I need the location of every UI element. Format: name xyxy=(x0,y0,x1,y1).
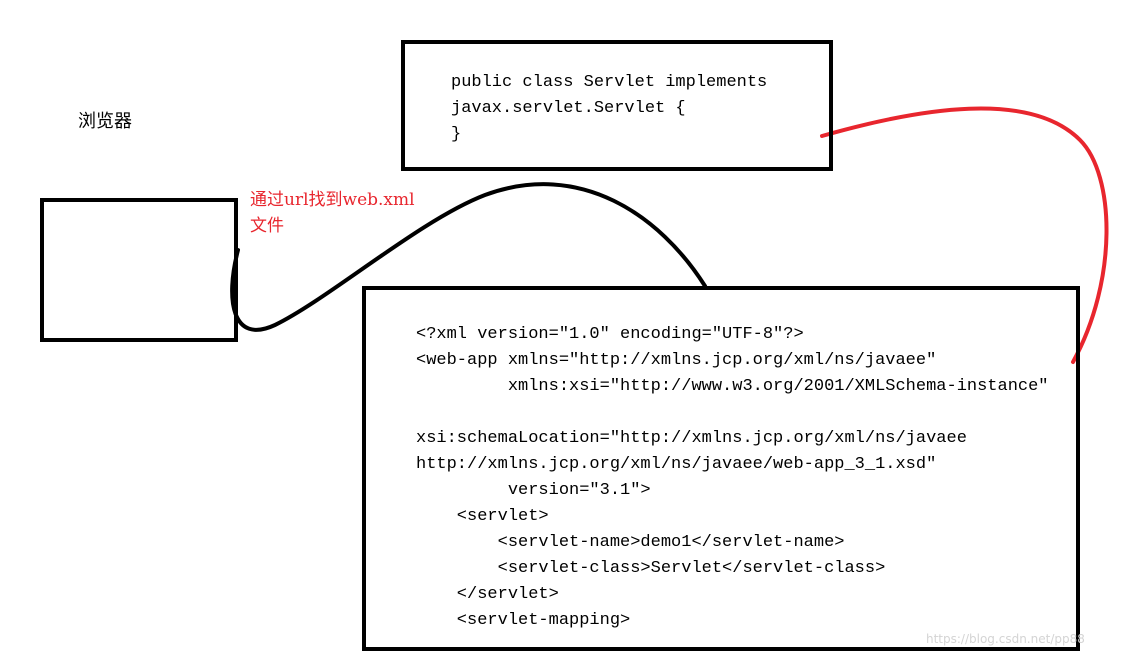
browser-box xyxy=(40,198,238,342)
browser-label: 浏览器 xyxy=(78,111,132,132)
browser-to-xml-connector xyxy=(230,182,707,332)
servlet-class-box xyxy=(401,40,833,171)
url-to-web-xml-label: 通过url找到web.xml 文件 xyxy=(250,190,415,236)
xml-to-servlet-connector xyxy=(820,106,1109,364)
web-xml-box xyxy=(362,286,1080,651)
watermark: https://blog.csdn.net/pp88 xyxy=(926,632,1085,646)
web-xml-code: <?xml version="1.0" encoding="UTF-8"?> <… xyxy=(416,325,1049,630)
servlet-class-code: public class Servlet implements javax.se… xyxy=(451,73,768,144)
